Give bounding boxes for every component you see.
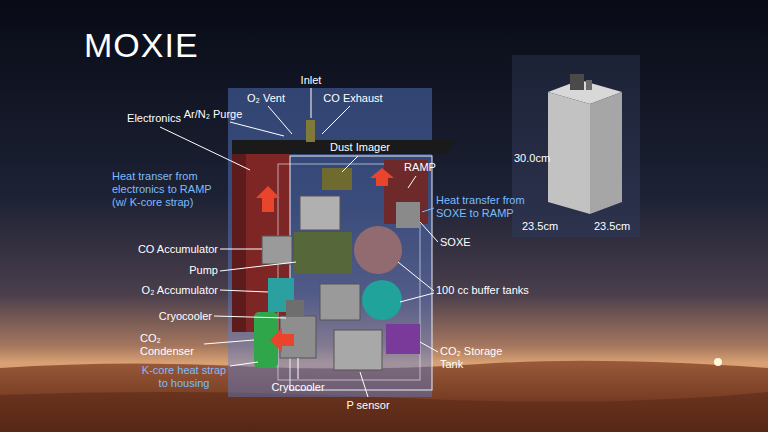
callout-label: O₂ Accumulator bbox=[104, 284, 218, 297]
inlet-pipe bbox=[306, 120, 315, 142]
leader-lines bbox=[160, 88, 438, 397]
cube-front bbox=[548, 92, 590, 214]
storage-tank bbox=[386, 324, 420, 354]
buffer-tank bbox=[362, 280, 402, 320]
callout-label: Cryocooler bbox=[260, 381, 336, 394]
callout-label: SOXE bbox=[440, 236, 480, 249]
heat-note: Heat transfer from SOXE to RAMP bbox=[436, 194, 540, 220]
callout-label: O₂ Vent bbox=[242, 92, 290, 105]
component bbox=[300, 196, 340, 230]
p-sensor-block bbox=[334, 330, 382, 370]
component bbox=[320, 284, 360, 320]
cube-inlet bbox=[586, 80, 592, 90]
callout-label: CO₂ Condenser bbox=[140, 332, 202, 358]
top-plate bbox=[232, 140, 456, 154]
heat-note: Heat transer from electronics to RAMP (w… bbox=[112, 170, 228, 209]
callout-label: 23.5cm bbox=[522, 220, 564, 233]
callout-label: 30.0cm bbox=[514, 152, 554, 165]
heat-arrow bbox=[270, 328, 294, 352]
callout-label: 23.5cm bbox=[594, 220, 636, 233]
sun bbox=[714, 358, 722, 366]
title: MOXIE bbox=[84, 26, 199, 64]
callout-label: CO Exhaust bbox=[318, 92, 388, 105]
cube-side bbox=[590, 92, 622, 214]
heat-arrow bbox=[370, 168, 394, 186]
callout-label: Electronics bbox=[118, 112, 190, 125]
heat-arrow bbox=[256, 186, 280, 212]
pump-block bbox=[294, 232, 352, 274]
leader-lines bbox=[422, 208, 434, 212]
electronics-side bbox=[232, 154, 246, 332]
soxe bbox=[396, 202, 420, 228]
buffer-tank bbox=[354, 226, 402, 274]
callout-label: 100 cc buffer tanks bbox=[436, 284, 552, 297]
co-accumulator bbox=[262, 236, 292, 264]
cryocooler-top bbox=[286, 300, 304, 316]
heat-note: K-core heat strap to housing bbox=[138, 364, 230, 390]
callout-label: Dust Imager bbox=[322, 141, 398, 154]
callout-label: Inlet bbox=[294, 74, 328, 87]
callout-label: Cryocooler bbox=[126, 310, 212, 323]
callout-label: CO₂ Storage Tank bbox=[440, 345, 516, 371]
dust-imager bbox=[322, 168, 352, 190]
terrain-shade bbox=[0, 392, 768, 432]
callout-label: Ar/N₂ Purge bbox=[174, 108, 252, 121]
cutaway-panel bbox=[228, 88, 432, 397]
cube-inlet bbox=[570, 74, 584, 90]
callout-label: Pump bbox=[150, 264, 218, 277]
callout-label: RAMP bbox=[398, 161, 442, 174]
callout-label: CO Accumulator bbox=[112, 243, 218, 256]
callout-label: P sensor bbox=[336, 399, 400, 412]
size-inset bbox=[512, 55, 640, 237]
